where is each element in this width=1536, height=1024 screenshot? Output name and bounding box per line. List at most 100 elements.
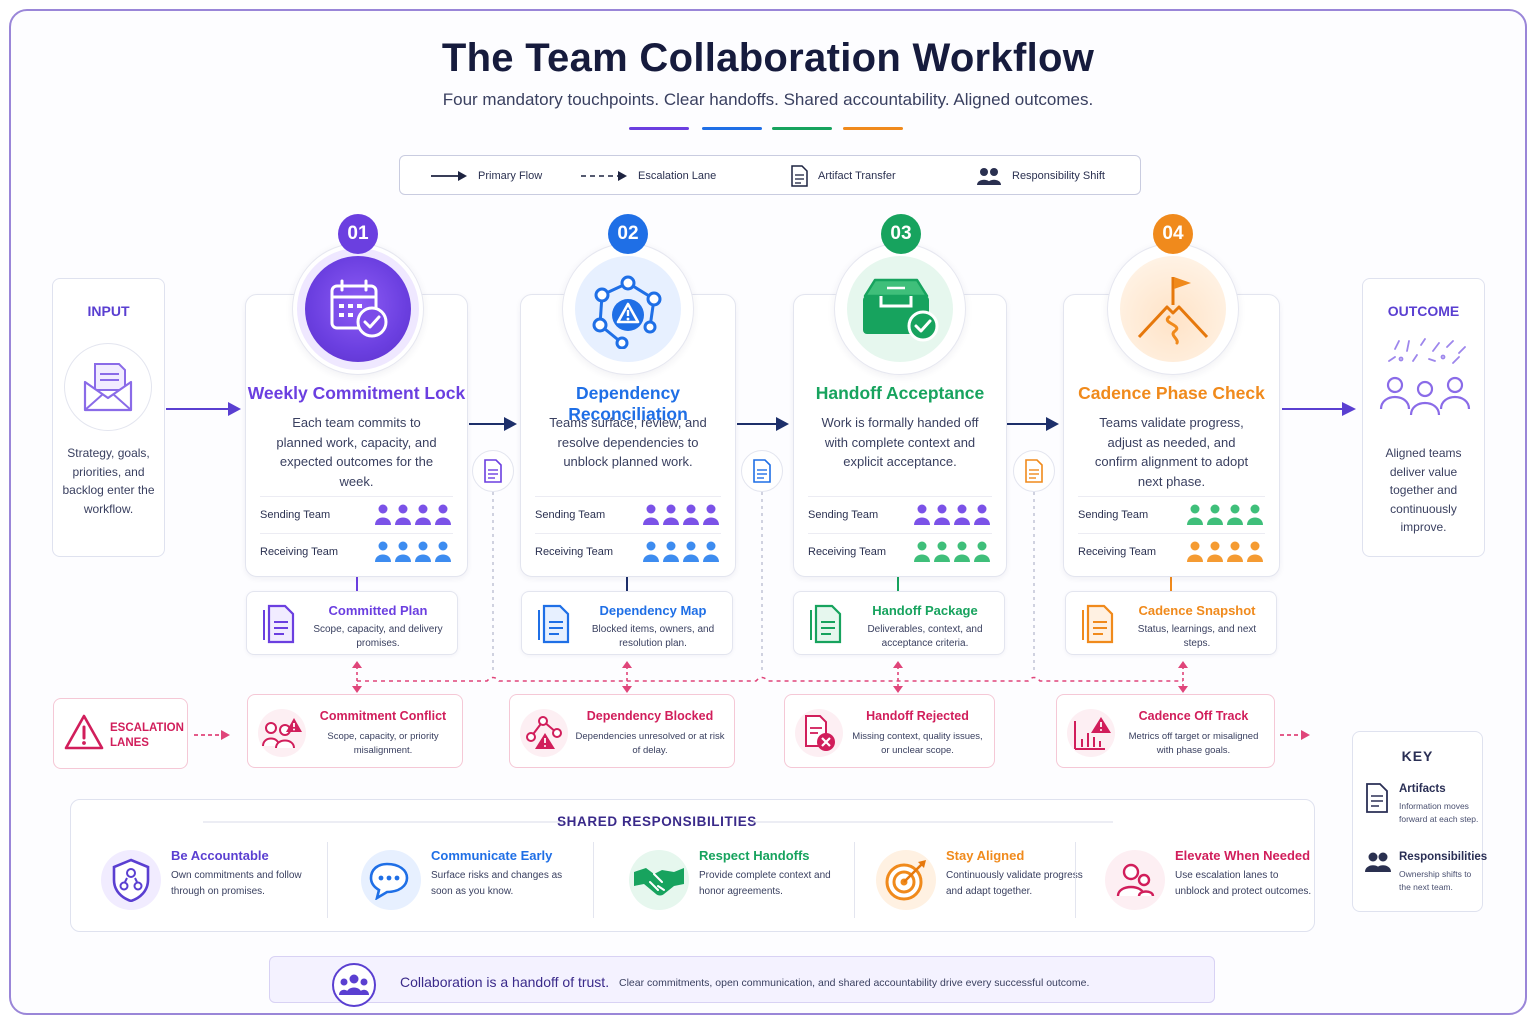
input-description: Strategy, goals, priorities, and backlog… [62,446,155,516]
legend-escalation-lane-label: Escalation Lane [638,170,717,182]
artifact-transfer-badge-1 [472,450,514,492]
sending-team-label: Sending Team [260,508,331,521]
legend-artifact-transfer-label: Artifact Transfer [818,170,896,182]
artifact-description: Blocked items, owners, and resolution pl… [591,624,715,649]
sending-team-row: Sending Team [535,496,721,532]
stage-icon-ring-2 [562,243,694,375]
shield-people-icon [101,850,161,910]
footer-main-text: Collaboration is a handoff of trust. [400,974,610,990]
escalation-description: Dependencies unresolved or at risk of de… [575,731,725,756]
sending-team-row: Sending Team [260,496,453,532]
input-box: INPUT Strategy, goals, priorities, and b… [52,278,165,557]
calendar-check-icon [305,256,411,362]
summit-flag-icon [1120,256,1226,362]
page-title: The Team Collaboration Workflow [441,36,1095,80]
people-group-icon [643,541,719,562]
responsibility-description: Use escalation lanes to unblock and prot… [1175,870,1312,897]
responsibility-accountable: Be Accountable Own commitments and follo… [101,842,321,922]
receiving-team-label: Receiving Team [535,545,614,558]
people-group-icon [1187,504,1263,525]
people-group-icon [643,504,719,525]
legend-escalation-lane: Escalation Lane [580,156,716,196]
stage-description: Teams surface, review, and resolve depen… [549,415,707,469]
heading-rule-left [203,821,563,823]
divider [1075,842,1076,918]
shared-responsibilities-heading: SHARED RESPONSIBILITIES [557,814,757,829]
responsibility-title: Be Accountable [171,848,269,863]
dashed-arrow-icon [581,171,627,181]
artifact-description: Status, learnings, and next steps. [1137,624,1257,649]
artifact-title: Handoff Package [872,603,978,618]
target-icon [876,850,936,910]
warning-icon [64,714,104,750]
responsibility-title: Communicate Early [431,848,553,863]
envelope-icon [83,363,133,412]
inbox-check-icon [847,256,953,362]
dependency-network-icon [575,256,681,362]
sending-team-label: Sending Team [535,508,606,521]
footer-sub-text: Clear commitments, open communication, a… [619,977,1090,989]
artifact-description: Scope, capacity, and delivery promises. [313,624,443,649]
sending-team-label: Sending Team [1078,508,1149,521]
artifact-title: Committed Plan [328,603,428,618]
document-icon [1082,604,1114,644]
stage-title: Weekly Commitment Lock [247,383,466,403]
input-title: INPUT [87,303,130,319]
escalation-description: Metrics off target or misaligned with ph… [1128,731,1259,756]
solid-arrow-icon [431,171,467,181]
document-icon [538,604,570,644]
stage-number-badge-1: 01 [338,214,378,254]
stage-description: Teams validate progress, adjust as neede… [1094,415,1249,489]
escalation-card-4: Cadence Off Track Metrics off target or … [1056,694,1275,768]
legend-responsibility-shift: Responsibility Shift [976,156,1105,196]
shared-responsibilities-panel: SHARED RESPONSIBILITIES Be Accountable O… [70,799,1315,932]
stage-card-2: Dependency Reconciliation Teams surface,… [520,294,736,577]
document-icon [753,459,771,483]
receiving-team-label: Receiving Team [260,545,339,558]
divider [593,842,594,918]
escalation-card-2: Dependency Blocked Dependencies unresolv… [509,694,735,768]
responsibility-title: Respect Handoffs [699,848,810,863]
footer-banner: Collaboration is a handoff of trust. Cle… [269,956,1215,1007]
stage-icon-ring-1 [292,243,424,375]
key-responsibilities-description: Ownership shifts to the next team. [1399,869,1472,892]
responsibility-aligned: Stay Aligned Continuously validate progr… [876,842,1096,922]
stage-title: Dependency Reconciliation [568,383,688,424]
escalation-description: Missing context, quality issues, or uncl… [852,731,983,756]
responsibility-elevate: Elevate When Needed Use escalation lanes… [1105,842,1311,922]
escalation-card-3: Handoff Rejected Missing context, qualit… [784,694,995,768]
artifact-title: Dependency Map [599,603,707,618]
people-icon [977,168,1001,185]
team-conflict-icon [258,709,306,757]
escalation-lanes-title: ESCALATION LANES [110,722,184,749]
sending-team-row: Sending Team [808,496,992,532]
stage-number-badge-3: 03 [881,214,921,254]
legend-primary-flow: Primary Flow [430,156,542,196]
receiving-team-row: Receiving Team [260,533,453,569]
handshake-icon [629,850,689,910]
document-icon [1366,783,1388,813]
celebrating-team-icon [1379,338,1471,416]
escalation-lanes-label: ESCALATION LANES [53,698,188,769]
legend-primary-flow-label: Primary Flow [478,170,543,182]
stage-description: Each team commits to planned work, capac… [276,415,437,489]
responsibility-description: Own commitments and follow through on pr… [171,870,302,897]
heading-rule-right [753,821,1113,823]
stage-number-badge-2: 02 [608,214,648,254]
stage-title: Handoff Acceptance [815,383,985,403]
artifact-transfer-lines [492,492,1035,672]
document-icon [484,459,502,483]
document-icon [791,165,808,187]
key-artifacts-title: Artifacts [1399,783,1446,795]
legend: Primary Flow Escalation Lane Artifact Tr… [399,155,1141,195]
stage-icon-ring-3 [834,243,966,375]
people-group-icon [914,541,990,562]
primary-flow-arrows [166,402,1356,431]
escalation-title: Commitment Conflict [319,709,447,723]
receiving-team-label: Receiving Team [1078,545,1157,558]
stage-description: Work is formally handed off with complet… [821,415,979,469]
artifact-transfer-badge-2 [741,450,783,492]
responsibility-title: Stay Aligned [946,848,1025,863]
page-subtitle: Four mandatory touchpoints. Clear handof… [442,90,1094,109]
